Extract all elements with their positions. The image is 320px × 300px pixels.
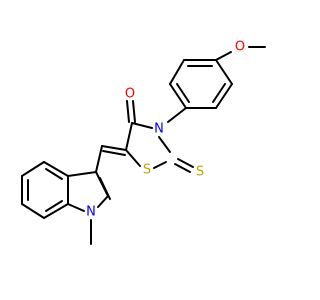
bond: [43, 203, 69, 219]
bond: [177, 158, 194, 168]
bond: [21, 161, 45, 177]
molecule-structure: O O N S S N: [21, 40, 266, 245]
bond: [125, 149, 141, 167]
atom-S-thione: S: [196, 165, 204, 180]
bond: [67, 171, 97, 177]
bond: [176, 83, 190, 103]
bond: [45, 200, 63, 212]
bond: [101, 145, 127, 151]
bond: [167, 107, 187, 123]
atom-labels: O O N S S N: [86, 40, 245, 220]
bond: [97, 195, 109, 208]
bond: [215, 83, 233, 109]
atom-label: S: [143, 163, 151, 178]
atom-label: O: [235, 40, 245, 55]
bond: [21, 203, 45, 219]
bond: [95, 145, 103, 173]
bond: [43, 161, 69, 177]
bond: [212, 83, 226, 103]
bond: [45, 168, 63, 180]
bond: [158, 136, 171, 153]
atom-N-indole: N: [86, 205, 96, 220]
bond: [132, 100, 136, 123]
bond: [153, 161, 167, 169]
bond: [125, 122, 133, 151]
atom-label: N: [86, 205, 96, 220]
bond: [126, 100, 130, 123]
bond: [131, 122, 153, 129]
bond: [102, 150, 126, 156]
bonds: [21, 46, 266, 245]
atom-label: N: [154, 122, 164, 137]
atom-S-ring: S: [143, 163, 151, 178]
bond: [215, 59, 233, 85]
bond: [169, 83, 187, 109]
atom-N-ring: N: [154, 122, 164, 137]
structure-canvas: O O N S S N: [21, 40, 266, 245]
atom-O-carbonyl: O: [125, 87, 135, 102]
atom-label: S: [196, 165, 204, 180]
bond: [169, 59, 185, 85]
atom-label: O: [125, 87, 135, 102]
bond: [67, 203, 85, 212]
bond: [174, 163, 191, 173]
bond: [215, 51, 232, 61]
atom-O-methoxy: O: [235, 40, 245, 55]
